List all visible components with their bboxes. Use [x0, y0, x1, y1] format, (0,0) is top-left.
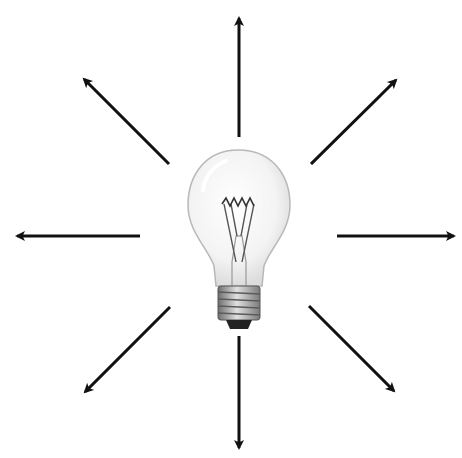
- bulb-base: [218, 286, 260, 329]
- light-bulb-icon: [188, 150, 290, 329]
- bulb-tip: [226, 320, 252, 329]
- arrow-up-right: [311, 80, 396, 164]
- arrow-up-left: [84, 79, 169, 164]
- arrow-down-right: [309, 306, 394, 391]
- bulb-glass: [188, 150, 290, 286]
- arrow-down-left: [85, 307, 170, 392]
